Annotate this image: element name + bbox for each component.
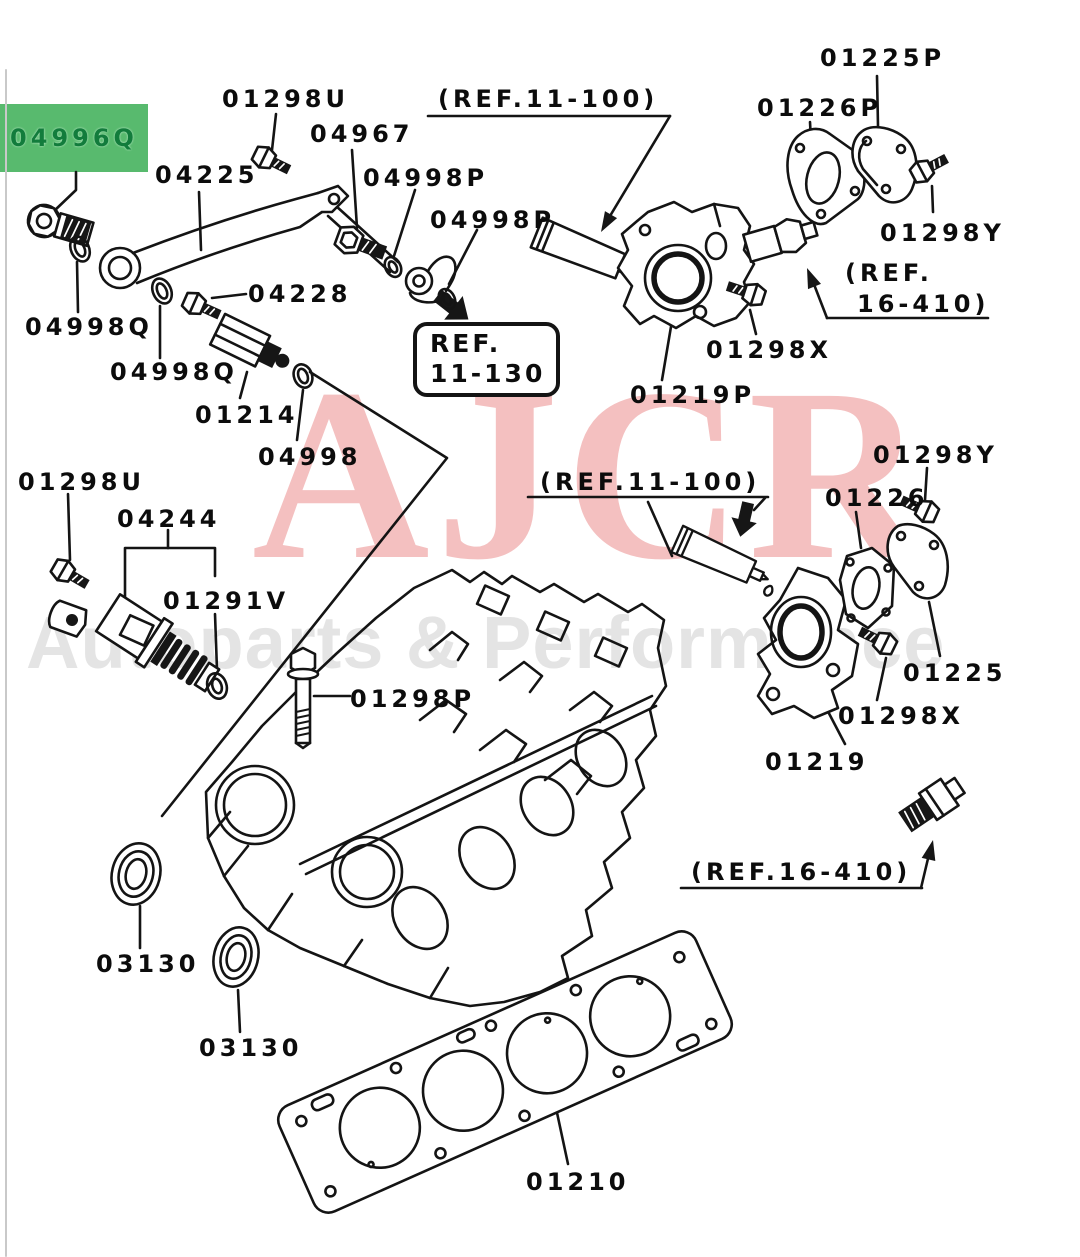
sealant-tube-mid [670, 524, 774, 597]
cover-01225 [886, 522, 949, 600]
bolt-01298x-mid [857, 626, 899, 656]
o-ring-04998 [292, 363, 314, 389]
cam-seal-03130-upper [110, 842, 162, 906]
bolt-01298x-top [725, 281, 768, 307]
head-bolt-01298p [286, 646, 320, 750]
water-pipe-04225 [98, 184, 350, 290]
bolt-01298y-top [908, 153, 949, 184]
o-ring-04998q-1 [68, 235, 92, 263]
joint-bolt-04228 [180, 291, 222, 320]
coolant-outlet-01219 [756, 566, 860, 720]
head-gasket-01210 [276, 930, 734, 1214]
knock-sensor [898, 776, 966, 833]
check-valve-01214 [208, 312, 290, 369]
watermark-brand: AJCR [252, 339, 932, 611]
banjo-fitting-hose-04998p [404, 255, 457, 304]
ref-box-line2: 11-130 [430, 359, 546, 388]
cover-01225p [851, 125, 918, 204]
highlighted-part-number: 04996Q [0, 104, 148, 172]
ref-box-11-130: REF. 11-130 [413, 322, 560, 397]
banjo-bolt-04967 [333, 225, 388, 260]
o-ring-04998p-2 [437, 287, 457, 311]
oil-control-valve-connector [47, 599, 88, 638]
sensor-top [742, 217, 819, 264]
water-pump-01219p [616, 200, 756, 330]
bolt-01298u-left [49, 558, 90, 589]
highlighted-part-label: 04996Q [10, 124, 138, 152]
cam-seal-03130-lower [212, 926, 260, 988]
o-ring-01291v [205, 671, 229, 701]
o-ring-04998p-1 [383, 255, 403, 279]
bolt-01298y-mid [899, 495, 941, 524]
gasket-01226p [786, 127, 866, 226]
cylinder-head [204, 568, 668, 1008]
bolt-01298u-top [250, 145, 292, 175]
o-ring-04998q-2 [150, 277, 174, 305]
ref-box-line1: REF. [430, 329, 502, 358]
union-bolt-04996q [26, 203, 95, 248]
gasket-01226 [838, 546, 896, 630]
